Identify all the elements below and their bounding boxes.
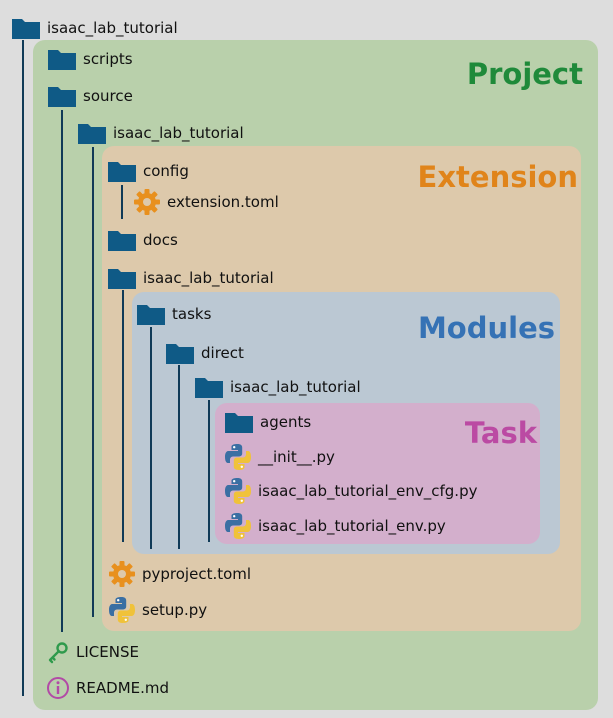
folder-icon [136, 302, 166, 326]
folder-icon [47, 47, 77, 71]
tree-item-label: agents [260, 413, 312, 431]
info-icon [46, 676, 70, 700]
tree-item-ext-pkg[interactable]: isaac_lab_tutorial [107, 264, 274, 292]
tree-item-label: config [143, 162, 189, 180]
tree-item-src-pkg[interactable]: isaac_lab_tutorial [77, 119, 244, 147]
folder-icon [107, 228, 137, 252]
task-label: Task [464, 416, 537, 450]
tree-line-root [22, 40, 24, 696]
tree-item-direct[interactable]: direct [165, 339, 244, 367]
python-icon [224, 443, 252, 471]
folder-icon [77, 121, 107, 145]
folder-icon [107, 266, 137, 290]
tree-item-label: isaac_lab_tutorial [47, 19, 178, 37]
tree-line-config [121, 185, 123, 219]
tree-item-label: source [83, 87, 133, 105]
tree-item-label: isaac_lab_tutorial_env_cfg.py [258, 482, 478, 500]
tree-item-license[interactable]: LICENSE [46, 638, 139, 666]
tree-item-root[interactable]: isaac_lab_tutorial [11, 14, 178, 42]
folder-icon [165, 341, 195, 365]
tree-item-label: tasks [172, 305, 212, 323]
python-icon [108, 596, 136, 624]
tree-item-pyproject-toml[interactable]: pyproject.toml [108, 560, 251, 588]
tree-item-label: isaac_lab_tutorial [230, 378, 361, 396]
folder-icon [224, 410, 254, 434]
tree-item-label: scripts [83, 50, 133, 68]
modules-label: Modules [417, 311, 555, 345]
tree-item-env-cfg-py[interactable]: isaac_lab_tutorial_env_cfg.py [224, 477, 477, 505]
tree-item-label: README.md [76, 679, 170, 697]
tree-item-env-py[interactable]: isaac_lab_tutorial_env.py [224, 512, 446, 540]
tree-item-setup-py[interactable]: setup.py [108, 596, 207, 624]
tree-item-label: docs [143, 231, 178, 249]
folder-icon [107, 159, 137, 183]
tree-item-label: __init__.py [258, 448, 335, 466]
tree-item-init-py[interactable]: __init__.py [224, 443, 335, 471]
tree-item-config[interactable]: config [107, 157, 189, 185]
tree-item-label: isaac_lab_tutorial [113, 124, 244, 142]
tree-line-task-pkg [208, 400, 210, 542]
tree-item-label: isaac_lab_tutorial [143, 269, 274, 287]
python-icon [224, 477, 252, 505]
project-label: Project [466, 57, 583, 91]
tree-item-docs[interactable]: docs [107, 226, 178, 254]
tree-item-label: extension.toml [167, 193, 279, 211]
tree-item-label: direct [201, 344, 244, 362]
tree-item-scripts[interactable]: scripts [47, 45, 133, 73]
tree-line-tasks [150, 327, 152, 549]
extension-label: Extension [417, 160, 578, 194]
tree-item-label: isaac_lab_tutorial_env.py [258, 517, 446, 535]
tree-item-readme[interactable]: README.md [46, 674, 169, 702]
tree-item-label: setup.py [142, 601, 208, 619]
tree-item-label: LICENSE [76, 643, 139, 661]
folder-icon [194, 375, 224, 399]
tree-item-source[interactable]: source [47, 82, 133, 110]
tree-item-extension-toml[interactable]: extension.toml [133, 188, 279, 216]
folder-icon [11, 16, 41, 40]
gear-icon [108, 560, 136, 588]
tree-line-ext-pkg [122, 290, 124, 542]
python-icon [224, 512, 252, 540]
task-region: Task [215, 403, 540, 544]
key-icon [46, 640, 70, 664]
tree-item-label: pyproject.toml [142, 565, 252, 583]
tree-item-agents[interactable]: agents [224, 408, 311, 436]
tree-line-src-pkg [92, 147, 94, 617]
gear-icon [133, 188, 161, 216]
tree-item-tasks[interactable]: tasks [136, 300, 211, 328]
tree-line-source [61, 110, 63, 632]
tree-line-direct [178, 365, 180, 549]
folder-icon [47, 84, 77, 108]
tree-item-task-pkg[interactable]: isaac_lab_tutorial [194, 373, 361, 401]
